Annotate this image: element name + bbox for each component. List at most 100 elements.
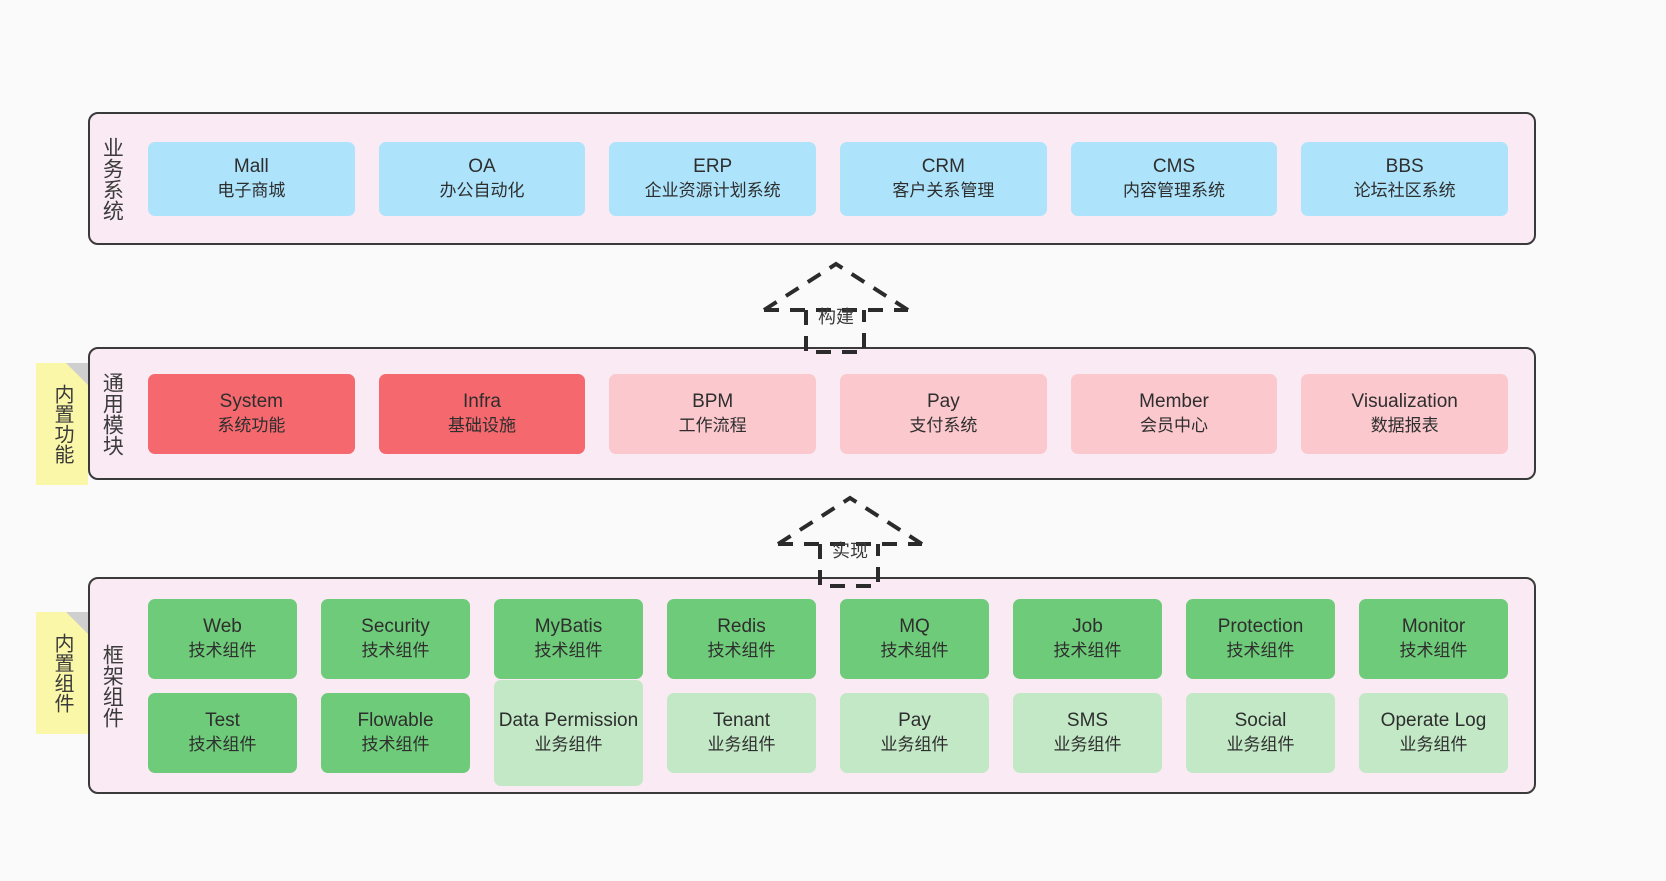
node-visualization[interactable]: Visualization 数据报表	[1301, 373, 1509, 454]
node-subtitle: 业务组件	[880, 734, 949, 754]
node-title: Pay	[926, 391, 960, 413]
node-erp[interactable]: ERP 企业资源计划系统	[609, 141, 817, 216]
node-sms[interactable]: SMS 业务组件	[1013, 692, 1162, 773]
node-subtitle: 技术组件	[361, 734, 430, 754]
note-builtin-components: 内置组件	[36, 612, 88, 734]
node-subtitle: 数据报表	[1370, 415, 1439, 435]
node-title: Web	[203, 616, 242, 638]
node-subtitle: 技术组件	[1053, 640, 1122, 660]
node-bpm[interactable]: BPM 工作流程	[609, 373, 817, 454]
node-pay-component[interactable]: Pay 业务组件	[840, 692, 989, 773]
node-monitor[interactable]: Monitor 技术组件	[1359, 598, 1508, 679]
node-pay-module[interactable]: Pay 支付系统	[840, 373, 1047, 454]
node-title: Operate Log	[1380, 710, 1487, 732]
node-title: Infra	[462, 391, 502, 413]
node-title: Social	[1234, 710, 1287, 732]
node-mq[interactable]: MQ 技术组件	[840, 598, 989, 679]
node-crm[interactable]: CRM 客户关系管理	[840, 141, 1047, 216]
node-subtitle: 业务组件	[534, 734, 603, 754]
node-row: Test 技术组件 Flowable 技术组件 Data Permission …	[136, 679, 1520, 786]
node-title: CMS	[1152, 156, 1196, 178]
node-subtitle: 技术组件	[880, 640, 949, 660]
node-test[interactable]: Test 技术组件	[148, 692, 297, 773]
node-subtitle: 技术组件	[188, 640, 257, 660]
implement-arrow-icon	[776, 495, 924, 588]
node-title: Redis	[717, 616, 766, 638]
node-protection[interactable]: Protection 技术组件	[1186, 598, 1335, 679]
node-subtitle: 业务组件	[707, 734, 776, 754]
node-bbs[interactable]: BBS 论坛社区系统	[1301, 141, 1509, 216]
node-subtitle: 系统功能	[217, 415, 286, 435]
node-subtitle: 业务组件	[1053, 734, 1122, 754]
layer-business-systems: 业务系统 Mall 电子商城 OA 办公自动化 ERP 企业资源计划系统 CRM…	[88, 112, 1536, 245]
layer-body-common-modules: System 系统功能 Infra 基础设施 BPM 工作流程 Pay 支付系统…	[132, 349, 1534, 478]
node-tenant[interactable]: Tenant 业务组件	[667, 692, 816, 773]
node-subtitle: 论坛社区系统	[1353, 180, 1456, 200]
node-job[interactable]: Job 技术组件	[1013, 598, 1162, 679]
node-system[interactable]: System 系统功能	[148, 373, 355, 454]
node-operate-log[interactable]: Operate Log 业务组件	[1359, 692, 1508, 773]
node-subtitle: 会员中心	[1140, 415, 1209, 435]
node-subtitle: 内容管理系统	[1123, 180, 1226, 200]
node-title: ERP	[693, 156, 733, 178]
node-subtitle: 办公自动化	[439, 180, 525, 200]
node-row: System 系统功能 Infra 基础设施 BPM 工作流程 Pay 支付系统…	[136, 373, 1520, 454]
connector-implement: 实现	[774, 492, 926, 590]
note-label: 内置功能	[51, 384, 73, 464]
node-subtitle: 技术组件	[1399, 640, 1468, 660]
node-security[interactable]: Security 技术组件	[321, 598, 470, 679]
layer-framework-components: 框架组件 Web 技术组件 Security 技术组件 MyBatis 技术组件…	[88, 577, 1536, 794]
node-title: Protection	[1217, 616, 1304, 638]
note-builtin-functions: 内置功能	[36, 363, 88, 485]
note-label: 内置组件	[51, 633, 73, 713]
connector-build: 构建	[760, 258, 912, 356]
node-title: MyBatis	[534, 616, 603, 638]
node-cms[interactable]: CMS 内容管理系统	[1070, 141, 1278, 216]
layer-caption-common-modules: 通用模块	[100, 371, 124, 456]
node-flowable[interactable]: Flowable 技术组件	[321, 692, 470, 773]
node-mybatis[interactable]: MyBatis 技术组件	[494, 598, 643, 679]
node-data-permission[interactable]: Data Permission 业务组件	[494, 679, 643, 786]
node-subtitle: 企业资源计划系统	[644, 180, 781, 200]
node-subtitle: 业务组件	[1399, 734, 1468, 754]
node-subtitle: 技术组件	[534, 640, 603, 660]
node-title: Monitor	[1401, 616, 1466, 638]
node-title: Mall	[233, 156, 269, 178]
node-web[interactable]: Web 技术组件	[148, 598, 297, 679]
node-title: SMS	[1066, 710, 1109, 732]
node-mall[interactable]: Mall 电子商城	[148, 141, 355, 216]
connector-implement-label: 实现	[832, 541, 868, 561]
node-title: OA	[468, 156, 496, 178]
layer-common-modules: 通用模块 System 系统功能 Infra 基础设施 BPM 工作流程 Pay…	[88, 347, 1536, 480]
node-subtitle: 技术组件	[188, 734, 257, 754]
node-subtitle: 客户关系管理	[892, 180, 995, 200]
node-title: MQ	[899, 616, 930, 638]
node-title: Security	[361, 616, 430, 638]
node-subtitle: 技术组件	[1226, 640, 1295, 660]
node-title: Visualization	[1351, 391, 1458, 413]
node-redis[interactable]: Redis 技术组件	[667, 598, 816, 679]
node-subtitle: 支付系统	[909, 415, 978, 435]
node-title: Test	[205, 710, 240, 732]
layer-body-framework-components: Web 技术组件 Security 技术组件 MyBatis 技术组件 Redi…	[132, 579, 1534, 792]
layer-caption-framework-components: 框架组件	[100, 643, 124, 728]
node-infra[interactable]: Infra 基础设施	[378, 373, 586, 454]
node-row: Web 技术组件 Security 技术组件 MyBatis 技术组件 Redi…	[136, 598, 1520, 679]
connector-build-label: 构建	[818, 307, 854, 327]
node-title: CRM	[921, 156, 965, 178]
node-title: Tenant	[712, 710, 771, 732]
node-subtitle: 技术组件	[361, 640, 430, 660]
node-social[interactable]: Social 业务组件	[1186, 692, 1335, 773]
node-subtitle: 技术组件	[707, 640, 776, 660]
node-subtitle: 工作流程	[678, 415, 747, 435]
node-title: Pay	[898, 710, 931, 732]
node-title: BPM	[692, 391, 734, 413]
node-oa[interactable]: OA 办公自动化	[378, 141, 586, 216]
node-title: BBS	[1385, 156, 1424, 178]
node-subtitle: 业务组件	[1226, 734, 1295, 754]
node-title: System	[219, 391, 284, 413]
layer-caption-business-systems: 业务系统	[100, 136, 124, 221]
node-member[interactable]: Member 会员中心	[1070, 373, 1278, 454]
node-row: Mall 电子商城 OA 办公自动化 ERP 企业资源计划系统 CRM 客户关系…	[136, 141, 1520, 216]
